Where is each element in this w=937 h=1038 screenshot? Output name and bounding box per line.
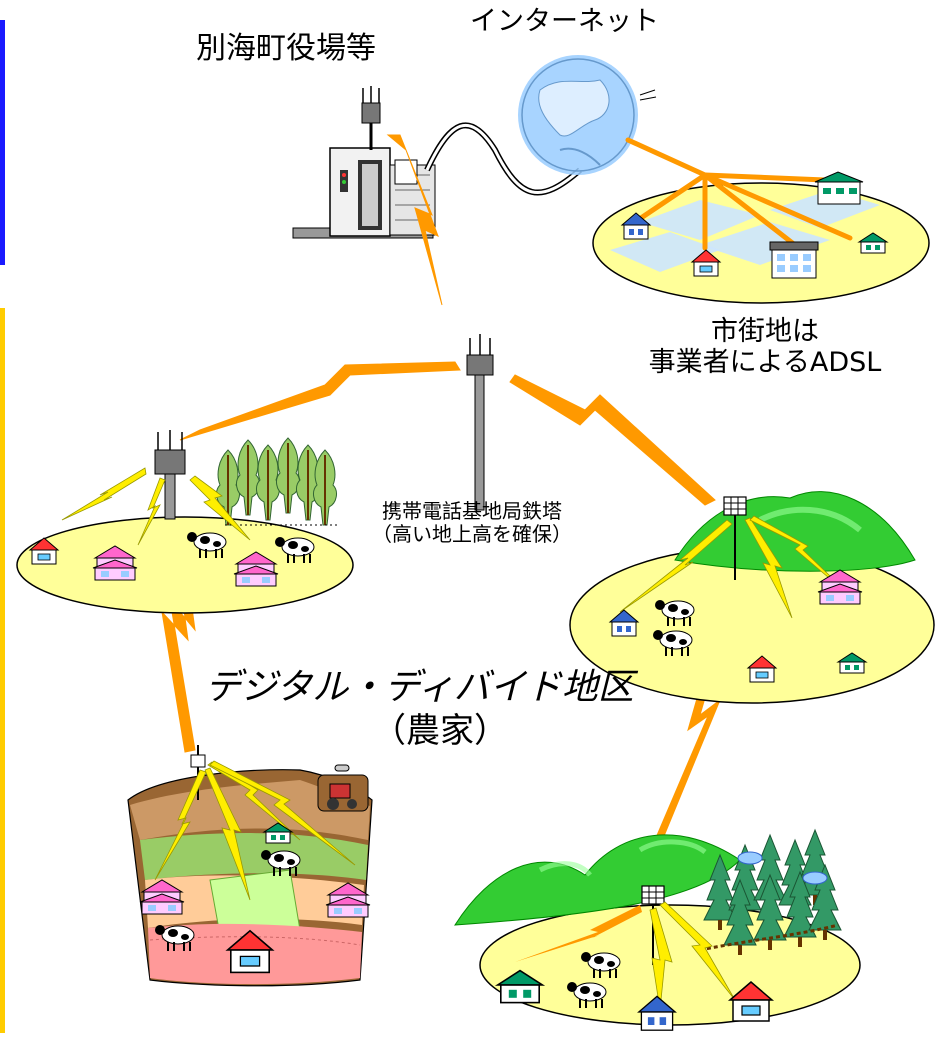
urban-label-line1: 市街地は (711, 316, 819, 347)
urban-label-line2: 事業者によるADSL (648, 347, 882, 379)
left-bar-yellow (0, 308, 5, 1033)
valley-signals (515, 901, 736, 1011)
central-tower (466, 334, 494, 511)
urban-area-label: 市街地は 事業者によるADSL (600, 316, 930, 378)
town-office-label: 別海町役場等 (196, 31, 376, 66)
urban-office-green (814, 171, 864, 205)
adsl-lines (625, 137, 853, 251)
left-village (16, 430, 354, 614)
urban-apartment (769, 241, 819, 279)
left-bar-blue (0, 20, 5, 265)
internet-label: インターネット (470, 6, 659, 37)
farm-signals (154, 760, 356, 901)
digital-divide-label: デジタル・ディバイド地区 (205, 667, 634, 708)
tower-label-line1: 携帯電話基地局鉄塔 (382, 499, 562, 523)
tower-label-line2: （高い地上高を確保） (372, 522, 572, 546)
globe-icon (518, 55, 657, 175)
tower-label: 携帯電話基地局鉄塔 （高い地上高を確保） (362, 500, 582, 546)
town-office-building (292, 86, 436, 239)
farm-household-label: （農家） (372, 711, 508, 751)
urban-area (592, 182, 930, 304)
right-hill-signals (619, 515, 856, 619)
left-village-signals (61, 467, 251, 546)
